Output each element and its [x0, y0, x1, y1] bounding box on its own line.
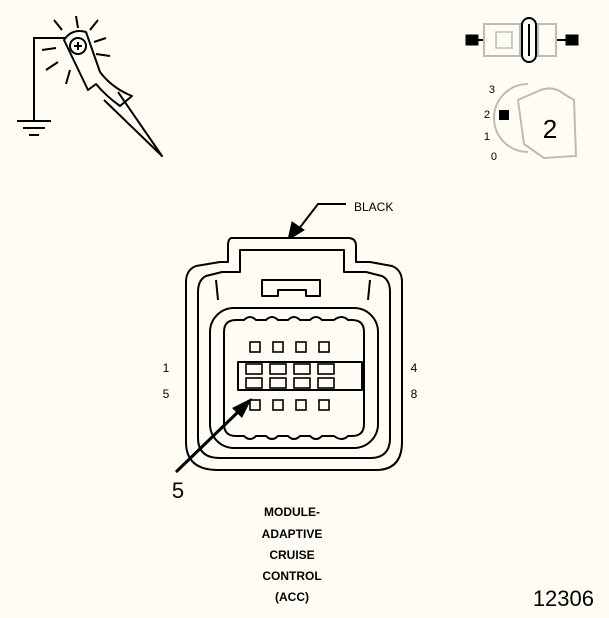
test-light-probe-icon — [41, 15, 163, 157]
cavity-pin-5 — [245, 377, 263, 389]
connector-name-line: ADAPTIVE — [262, 527, 323, 541]
connector-name-line: CONTROL — [262, 569, 321, 583]
ignition-position-0: 0 — [491, 151, 497, 163]
pin-label-bottom-left: 5 — [163, 387, 170, 401]
ignition-position-2: 2 — [484, 109, 490, 121]
pin-label-top-right: 4 — [411, 361, 418, 375]
cavity-row1 — [295, 341, 307, 353]
cavity-pin-8 — [317, 377, 335, 389]
ground-symbol-icon — [17, 37, 68, 136]
cavity-row4 — [318, 399, 330, 411]
ignition-position-3: 3 — [489, 84, 495, 96]
pin-callout-arrow — [174, 398, 252, 474]
terminal-cavities — [245, 341, 335, 411]
figure-number: 12306 — [533, 586, 594, 611]
cavity-pin-7 — [293, 377, 311, 389]
cavity-pin-4 — [317, 363, 335, 375]
ignition-key-label: 2 — [543, 114, 557, 144]
cavity-pin-1 — [245, 363, 263, 375]
pin-label-bottom-right: 8 — [411, 387, 418, 401]
connector-name: MODULE- ADAPTIVE CRUISE CONTROL (ACC) — [262, 505, 323, 604]
pin-callout-number: 5 — [172, 478, 184, 503]
cavity-row1 — [272, 341, 284, 353]
connector-name-line: CRUISE — [269, 548, 314, 562]
connector-color-leader — [287, 203, 346, 242]
connector-color-label: BLACK — [354, 200, 393, 214]
connector-housing — [185, 237, 403, 471]
cavity-row1 — [318, 341, 330, 353]
ignition-key-switch-icon: 3 2 1 0 2 — [484, 83, 578, 163]
cavity-pin-3 — [293, 363, 311, 375]
cavity-row4 — [249, 399, 261, 411]
connector-name-line: (ACC) — [275, 590, 309, 604]
cavity-pin-2 — [269, 363, 287, 375]
ignition-position-1: 1 — [484, 131, 490, 143]
cavity-pin-6 — [269, 377, 287, 389]
cavity-row1 — [249, 341, 261, 353]
cavity-row4 — [272, 399, 284, 411]
fuse-icon — [465, 17, 579, 63]
cavity-row4 — [295, 399, 307, 411]
pin-label-top-left: 1 — [163, 361, 170, 375]
connector-name-line: MODULE- — [264, 505, 320, 519]
